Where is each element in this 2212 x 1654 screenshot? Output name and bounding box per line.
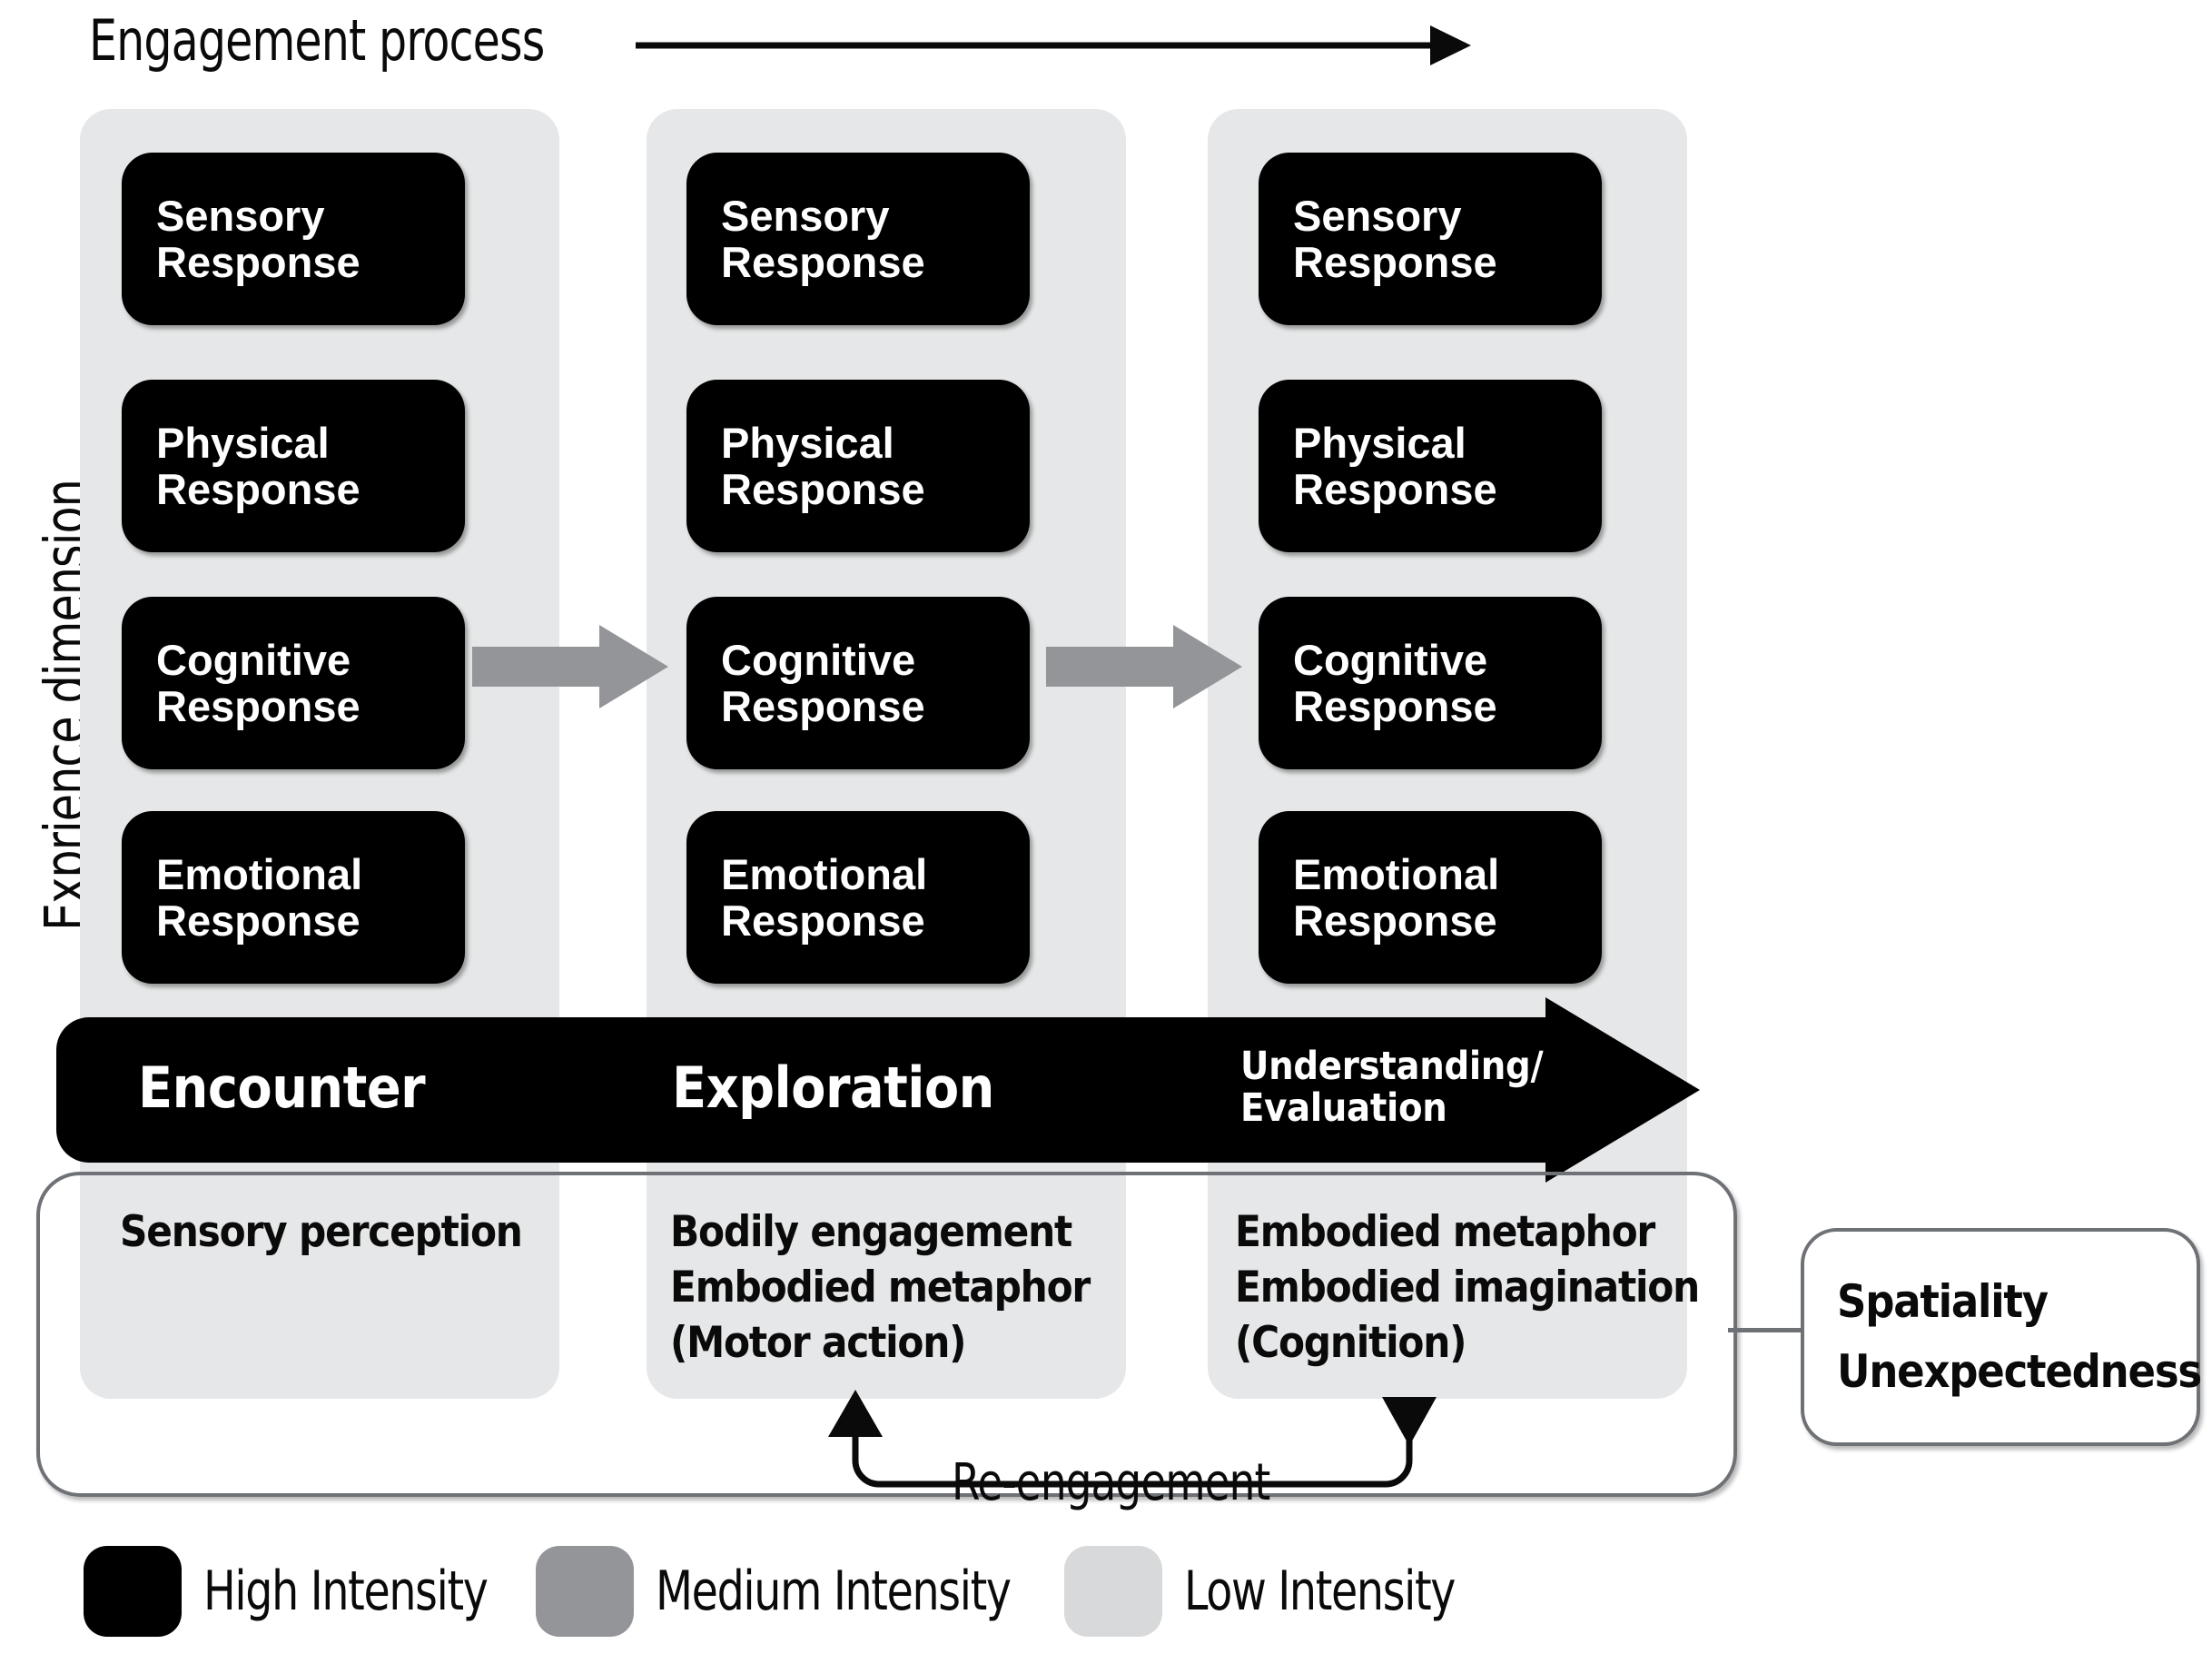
card-understanding-cognitive[interactable]: Cognitive Response xyxy=(1259,597,1602,769)
card-line-1: Physical xyxy=(156,418,330,467)
card-understanding-sensory[interactable]: Sensory Response xyxy=(1259,153,1602,325)
legend-swatch-medium xyxy=(536,1546,634,1637)
card-line-1: Sensory xyxy=(721,191,890,240)
card-encounter-cognitive[interactable]: Cognitive Response xyxy=(122,597,465,769)
card-line-1: Cognitive xyxy=(721,635,916,684)
card-line-2: Response xyxy=(156,465,360,513)
transition-arrow-1 xyxy=(472,625,668,708)
card-line-2: Response xyxy=(1293,682,1497,730)
card-encounter-emotional[interactable]: Emotional Response xyxy=(122,811,465,984)
legend-label-low: Low Intensity xyxy=(1184,1560,1456,1623)
engagement-process-arrow xyxy=(636,25,1471,65)
card-line-1: Emotional xyxy=(1293,849,1500,898)
side-panel-line-1: Spatiality xyxy=(1837,1274,2049,1328)
card-understanding-physical[interactable]: Physical Response xyxy=(1259,380,1602,552)
phase-progress-arrow xyxy=(56,997,1700,1183)
outcome-understanding: Embodied metaphor Embodied imagination (… xyxy=(1235,1207,1700,1369)
outcome-encounter: Sensory perception xyxy=(120,1207,523,1257)
side-panel-line-2: Unexpectedness xyxy=(1837,1345,2202,1398)
card-line-1: Cognitive xyxy=(156,635,351,684)
card-line-2: Response xyxy=(156,682,360,730)
card-line-2: Response xyxy=(721,238,925,286)
card-line-1: Sensory xyxy=(1293,191,1462,240)
top-axis-label: Engagement process xyxy=(89,7,545,74)
card-line-2: Response xyxy=(156,238,360,286)
transition-arrow-2 xyxy=(1046,625,1242,708)
card-line-2: Response xyxy=(721,682,925,730)
phase-label-understanding: Understanding/ Evaluation xyxy=(1240,1044,1544,1131)
card-understanding-emotional[interactable]: Emotional Response xyxy=(1259,811,1602,984)
card-line-1: Physical xyxy=(721,418,894,467)
card-exploration-sensory[interactable]: Sensory Response xyxy=(686,153,1030,325)
legend-swatch-low xyxy=(1064,1546,1162,1637)
card-line-2: Response xyxy=(721,465,925,513)
card-line-2: Response xyxy=(1293,896,1497,945)
card-line-1: Physical xyxy=(1293,418,1466,467)
re-engagement-label: Re-engagement xyxy=(952,1453,1270,1512)
card-encounter-sensory[interactable]: Sensory Response xyxy=(122,153,465,325)
side-panel-qualities: Spatiality Unexpectedness xyxy=(1801,1228,2202,1446)
legend-label-high: High Intensity xyxy=(203,1560,489,1623)
card-line-2: Response xyxy=(721,896,925,945)
card-line-2: Response xyxy=(1293,238,1497,286)
card-encounter-physical[interactable]: Physical Response xyxy=(122,380,465,552)
outcome-exploration: Bodily engagement Embodied metaphor (Mot… xyxy=(670,1207,1091,1369)
card-exploration-physical[interactable]: Physical Response xyxy=(686,380,1030,552)
card-line-1: Sensory xyxy=(156,191,325,240)
card-line-1: Emotional xyxy=(721,849,928,898)
card-line-2: Response xyxy=(156,896,360,945)
card-line-2: Response xyxy=(1293,465,1497,513)
card-exploration-emotional[interactable]: Emotional Response xyxy=(686,811,1030,984)
card-line-1: Emotional xyxy=(156,849,363,898)
re-engagement-loop-arrow xyxy=(828,1390,1437,1488)
card-exploration-cognitive[interactable]: Cognitive Response xyxy=(686,597,1030,769)
phase-label-exploration: Exploration xyxy=(672,1055,994,1121)
legend-label-medium: Medium Intensity xyxy=(656,1560,1012,1623)
legend-swatch-high xyxy=(84,1546,182,1637)
card-line-1: Cognitive xyxy=(1293,635,1488,684)
phase-label-encounter: Encounter xyxy=(138,1055,426,1121)
side-panel-connector xyxy=(1728,1328,1802,1332)
outcome-container xyxy=(36,1172,1737,1497)
